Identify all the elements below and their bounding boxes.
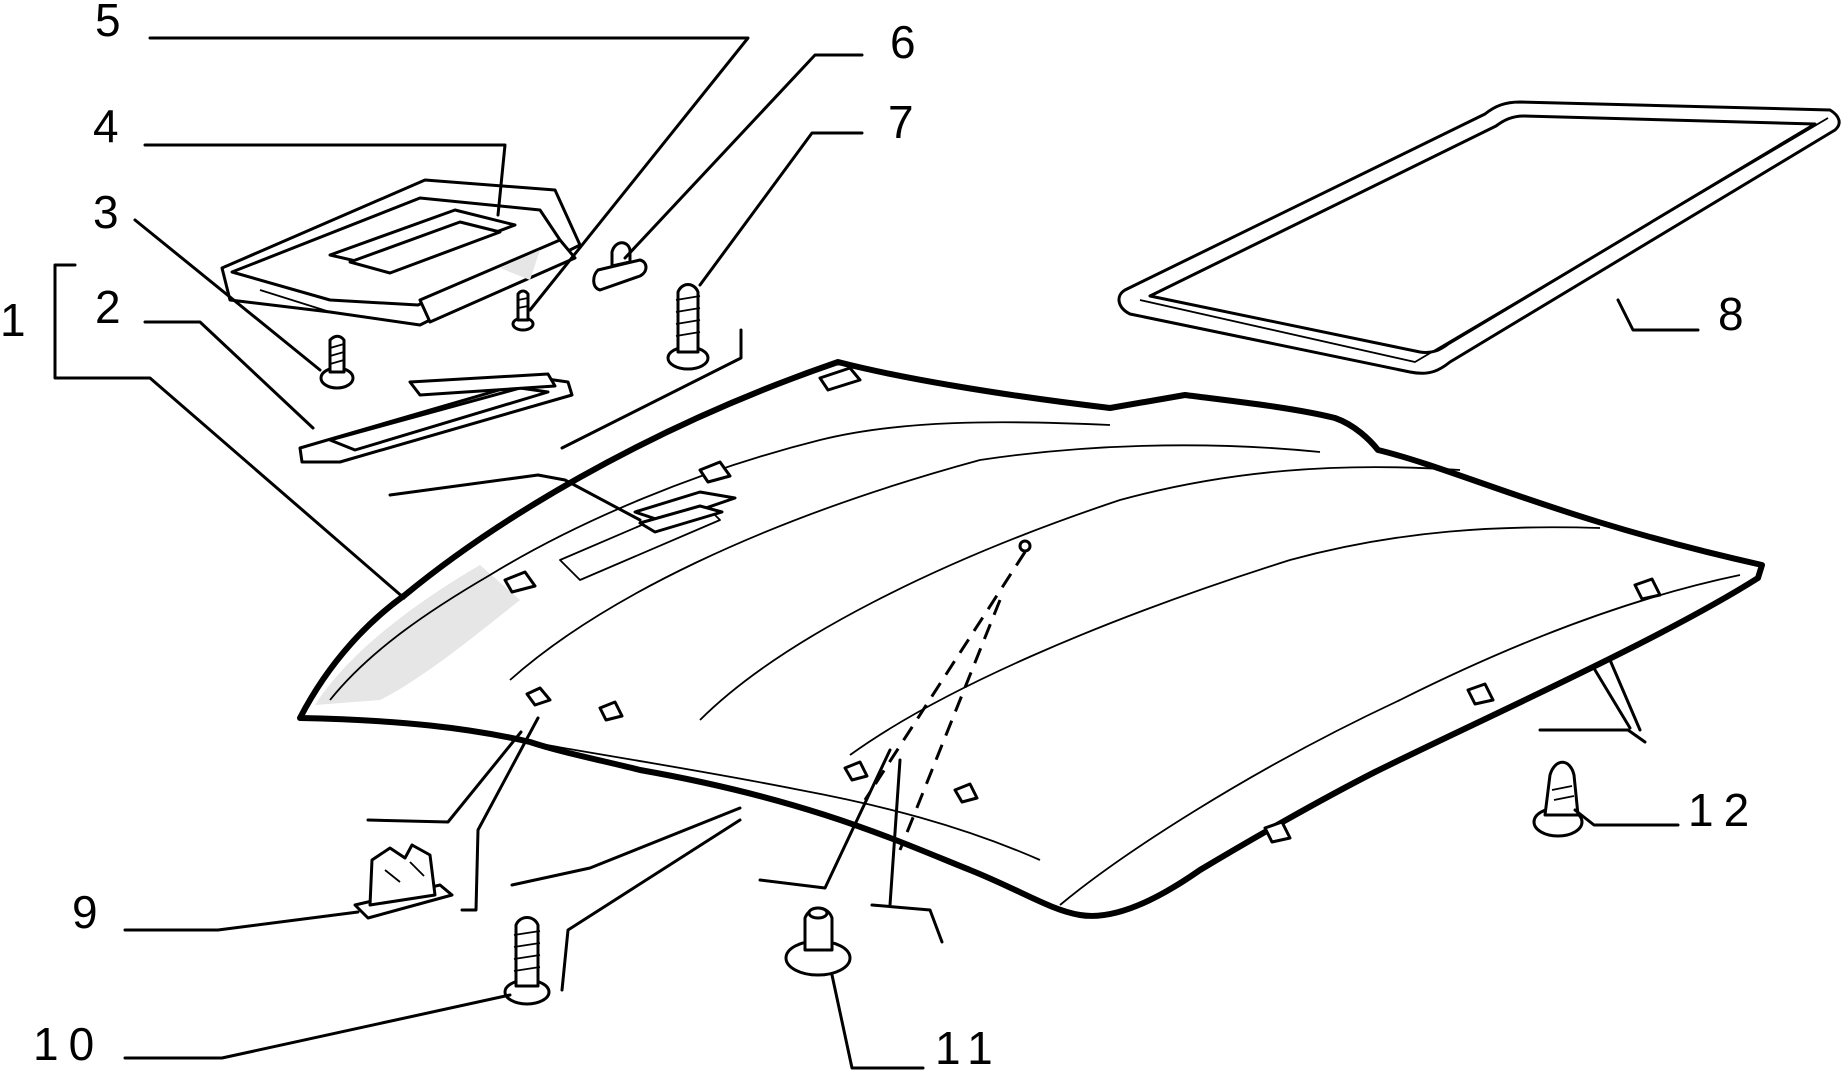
lamp-frame: [298, 372, 574, 464]
bracket-pin: [758, 748, 944, 944]
leader-3: [133, 218, 322, 372]
leader-10: [123, 993, 512, 1060]
leader-9: [123, 910, 360, 932]
callout-6: 6: [890, 16, 926, 68]
callout-3: 3: [93, 186, 129, 238]
anchor-part-12: [1532, 760, 1584, 838]
leader-7: [698, 131, 864, 287]
screw-part-5: [511, 289, 535, 332]
clip-part-9: [353, 843, 454, 920]
callout-7: 7: [888, 96, 924, 148]
headliner-panel: [297, 359, 1765, 919]
sunroof-frame: [1117, 100, 1841, 375]
callout-5: 5: [95, 0, 131, 46]
callout-2: 2: [95, 281, 131, 333]
leader-lines: [53, 36, 1700, 1070]
callout-4: 4: [93, 100, 129, 152]
leader-5: [148, 36, 750, 312]
leader-11: [830, 973, 925, 1070]
leader-8: [1616, 298, 1700, 332]
callout-11: 11: [935, 1022, 1003, 1070]
screw-part-7: [666, 283, 710, 371]
callout-8: 8: [1718, 288, 1754, 340]
leader-4: [143, 143, 507, 217]
bracket-right: [1538, 658, 1647, 744]
callout-1: 1: [0, 294, 36, 346]
callout-9: 9: [72, 886, 108, 938]
leader-2: [143, 320, 315, 430]
screw-part-3: [319, 334, 355, 390]
lamp-housing: [220, 178, 582, 327]
leader-12: [1573, 808, 1680, 827]
screw-part-10: [503, 916, 551, 1006]
bracket-center-bottom: [510, 806, 742, 992]
clip-part-6: [592, 241, 648, 292]
leader-1: [53, 263, 406, 600]
callout-12: 12: [1688, 784, 1759, 836]
callout-labels: 1 2 3 4 5 6 7 8 9 10 11 12: [0, 0, 1759, 1070]
bracket-left-bottom: [366, 716, 540, 912]
callout-10: 10: [33, 1018, 104, 1070]
leader-6: [623, 53, 864, 260]
pin-part-11: [784, 906, 852, 977]
bracket-top-center: [388, 328, 743, 522]
